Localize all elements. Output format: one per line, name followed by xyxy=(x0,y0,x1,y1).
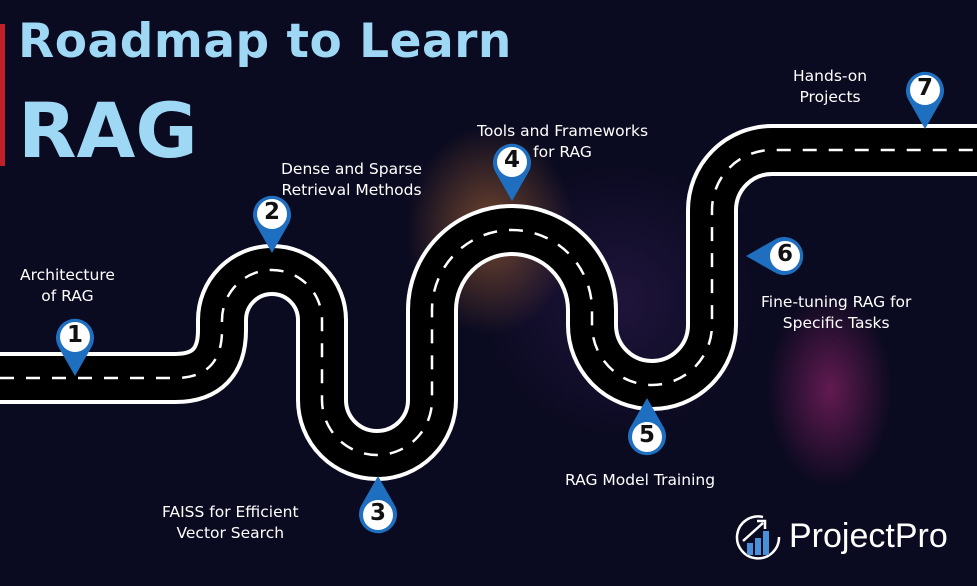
label-line: Specific Tasks xyxy=(782,314,890,332)
step-number: 2 xyxy=(263,199,280,225)
step-number: 6 xyxy=(776,241,793,267)
step-number: 4 xyxy=(503,147,520,173)
label-line: Tools and Frameworks xyxy=(477,122,649,140)
step-number: 7 xyxy=(916,75,933,101)
label-line: Hands-on xyxy=(793,67,868,85)
step-2-pin[interactable]: 2 xyxy=(250,193,294,255)
label-line: for RAG xyxy=(533,143,592,161)
title-accent-bar xyxy=(0,24,5,166)
step-1-label: Architecture of RAG xyxy=(20,265,115,307)
title-line-2: RAG xyxy=(18,86,198,175)
step-1-pin[interactable]: 1 xyxy=(53,316,97,378)
step-5-pin[interactable]: 5 xyxy=(625,396,669,458)
label-line: Dense and Sparse xyxy=(281,160,423,178)
label-line: Projects xyxy=(799,88,861,106)
step-number: 1 xyxy=(66,322,83,348)
step-3-pin[interactable]: 3 xyxy=(356,474,400,536)
label-line: of RAG xyxy=(41,287,94,305)
label-line: Vector Search xyxy=(176,524,285,542)
map-pin-icon xyxy=(746,237,804,275)
step-7-pin[interactable]: 7 xyxy=(903,69,947,131)
logo-text: ProjectPro xyxy=(789,516,948,555)
projectpro-logo: ProjectPro xyxy=(733,511,948,561)
map-pin-icon xyxy=(493,143,531,201)
step-5-label: RAG Model Training xyxy=(565,470,715,491)
step-4-label: Tools and Frameworks for RAG xyxy=(477,121,648,163)
title-line-1: Roadmap to Learn xyxy=(18,14,512,69)
map-pin-icon xyxy=(906,71,944,129)
label-line: FAISS for Efficient xyxy=(162,503,299,521)
step-number: 3 xyxy=(369,500,386,526)
map-pin-icon xyxy=(359,476,397,534)
label-line: Architecture xyxy=(20,266,115,284)
map-pin-icon xyxy=(253,195,291,253)
label-line: RAG Model Training xyxy=(565,471,716,489)
label-line: Fine-tuning RAG for xyxy=(761,293,912,311)
step-4-pin[interactable]: 4 xyxy=(490,141,534,203)
map-pin-icon xyxy=(628,398,666,456)
step-6-pin[interactable]: 6 xyxy=(744,234,806,278)
label-line: Retrieval Methods xyxy=(281,181,422,199)
growth-chart-icon xyxy=(735,515,781,560)
step-number: 5 xyxy=(638,422,655,448)
map-pin-icon xyxy=(56,318,94,376)
